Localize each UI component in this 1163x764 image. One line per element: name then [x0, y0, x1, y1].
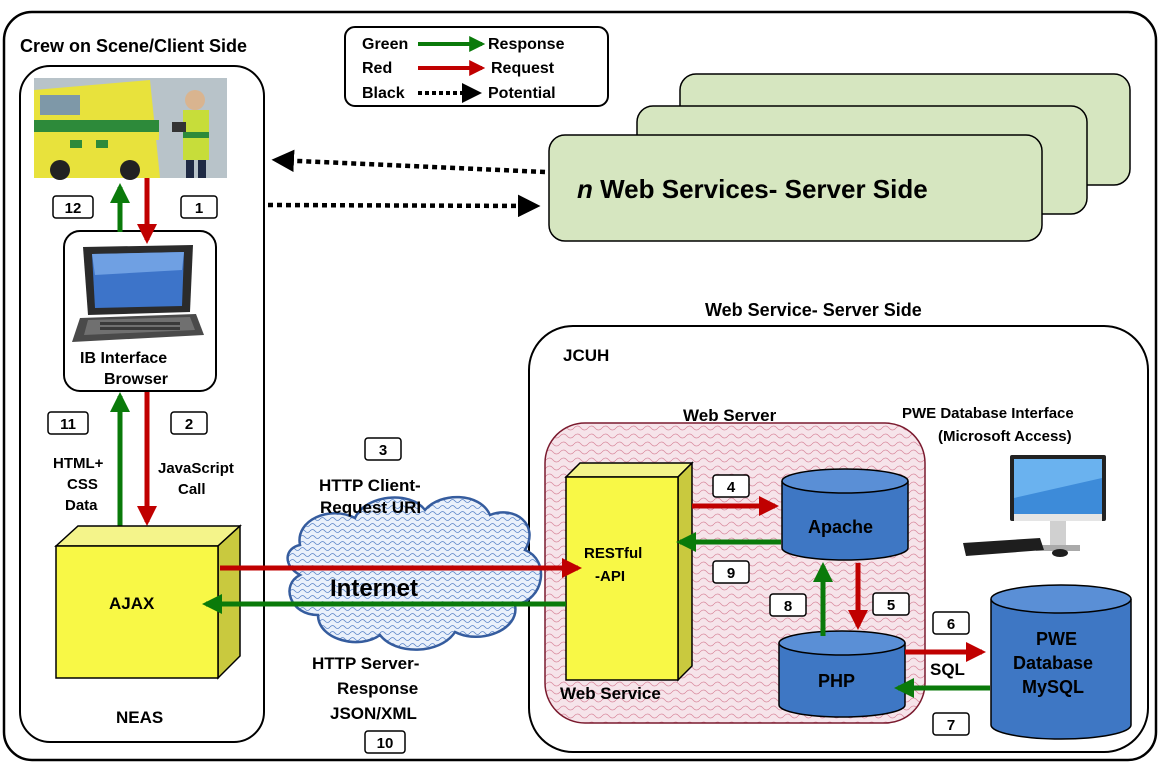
pwe-database-cylinder	[990, 584, 1132, 740]
pwe-interface-label-2: (Microsoft Access)	[938, 428, 1072, 445]
legend-red-label: Red	[362, 60, 392, 77]
http-response-label-2: Response	[337, 679, 418, 698]
legend-red-meaning: Request	[491, 60, 555, 77]
legend-green-meaning: Response	[488, 36, 565, 53]
laptop-icon	[72, 245, 204, 342]
neas-label: NEAS	[116, 708, 163, 727]
legend-green-label: Green	[362, 36, 408, 53]
apache-label: Apache	[808, 517, 873, 537]
svg-text:12: 12	[65, 200, 82, 217]
pwe-interface-label-1: PWE Database Interface	[902, 405, 1074, 422]
web-service-label: Web Service	[560, 684, 661, 703]
svg-text:8: 8	[784, 598, 792, 615]
svg-text:1: 1	[195, 200, 203, 217]
step-7: 7	[932, 712, 970, 736]
js-label-2: Call	[178, 481, 206, 498]
svg-text:5: 5	[887, 597, 895, 614]
svg-text:9: 9	[727, 565, 735, 582]
svg-text:7: 7	[947, 717, 955, 734]
step-6: 6	[932, 611, 970, 635]
http-response-label-3: JSON/XML	[330, 704, 417, 723]
server-side-title: Web Service- Server Side	[705, 300, 922, 320]
internet-cloud	[286, 495, 543, 651]
html-label-1: HTML+	[53, 455, 104, 472]
legend: Green Response Red Request Black Potenti…	[344, 26, 609, 107]
php-cylinder	[778, 630, 906, 718]
svg-text:4: 4	[727, 479, 736, 496]
pwe-db-label-2: Database	[1013, 653, 1093, 673]
desktop-computer-icon	[963, 455, 1106, 557]
step-10: 10	[364, 730, 406, 754]
http-request-label-1: HTTP Client-	[319, 476, 421, 495]
web-services-stack	[548, 73, 1131, 242]
restful-label-2: -API	[595, 568, 625, 585]
step-1: 1	[180, 195, 218, 219]
svg-text:10: 10	[377, 735, 394, 752]
pwe-db-label-1: PWE	[1036, 629, 1077, 649]
apache-cylinder	[781, 468, 909, 561]
step-4: 4	[712, 474, 750, 498]
legend-black-meaning: Potential	[488, 85, 556, 102]
js-label-1: JavaScript	[158, 460, 234, 477]
step-11: 11	[47, 411, 89, 435]
svg-text:11: 11	[60, 416, 76, 433]
step-2: 2	[170, 411, 208, 435]
browser-label-1: IB Interface	[80, 350, 167, 367]
web-server-label: Web Server	[683, 406, 777, 425]
html-label-2: CSS	[67, 476, 98, 493]
client-title: Crew on Scene/Client Side	[20, 36, 247, 56]
jcuh-label: JCUH	[563, 346, 609, 365]
sql-label: SQL	[930, 660, 965, 679]
legend-black-label: Black	[362, 85, 405, 102]
svg-text:3: 3	[379, 442, 387, 459]
svg-text:2: 2	[185, 416, 193, 433]
step-8: 8	[769, 593, 807, 617]
ambulance-crew-photo	[34, 78, 227, 180]
step-3: 3	[364, 437, 402, 461]
svg-text:6: 6	[947, 616, 955, 633]
html-label-3: Data	[65, 497, 98, 514]
restful-label-1: RESTful	[584, 545, 642, 562]
step-9: 9	[712, 560, 750, 584]
php-label: PHP	[818, 671, 855, 691]
web-services-label: n Web Services- Server Side	[577, 174, 928, 204]
restful-api-box	[564, 461, 694, 682]
http-request-label-2: Request URI	[320, 498, 421, 517]
step-5: 5	[872, 592, 910, 616]
step-12: 12	[52, 195, 94, 219]
ajax-label: AJAX	[109, 594, 155, 613]
http-response-label-1: HTTP Server-	[312, 654, 419, 673]
pwe-db-label-3: MySQL	[1022, 677, 1084, 697]
internet-label: Internet	[330, 575, 418, 602]
browser-label-2: Browser	[104, 371, 168, 388]
